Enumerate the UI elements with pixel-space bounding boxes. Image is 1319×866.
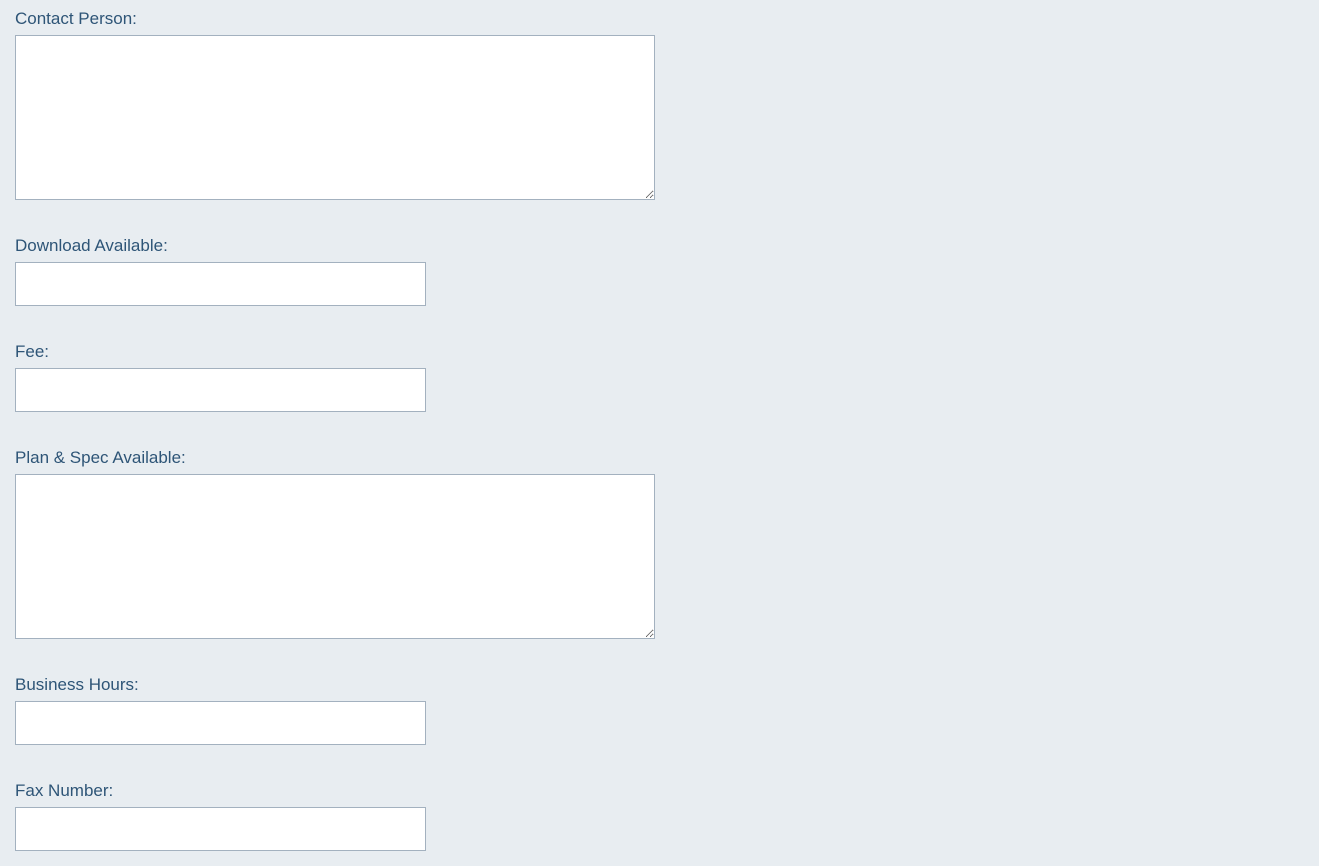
- business-hours-label: Business Hours:: [15, 675, 139, 694]
- contact-person-label: Contact Person:: [15, 9, 137, 28]
- contact-person-textarea[interactable]: [15, 35, 655, 200]
- fee-input[interactable]: [15, 368, 426, 412]
- fax-number-input[interactable]: [15, 807, 426, 851]
- business-hours-input[interactable]: [15, 701, 426, 745]
- download-available-label: Download Available:: [15, 236, 168, 255]
- fax-number-label: Fax Number:: [15, 781, 114, 800]
- fee-label: Fee:: [15, 342, 50, 361]
- plan-spec-available-textarea[interactable]: [15, 474, 655, 639]
- plan-spec-available-label: Plan & Spec Available:: [15, 448, 186, 467]
- download-available-input[interactable]: [15, 262, 426, 306]
